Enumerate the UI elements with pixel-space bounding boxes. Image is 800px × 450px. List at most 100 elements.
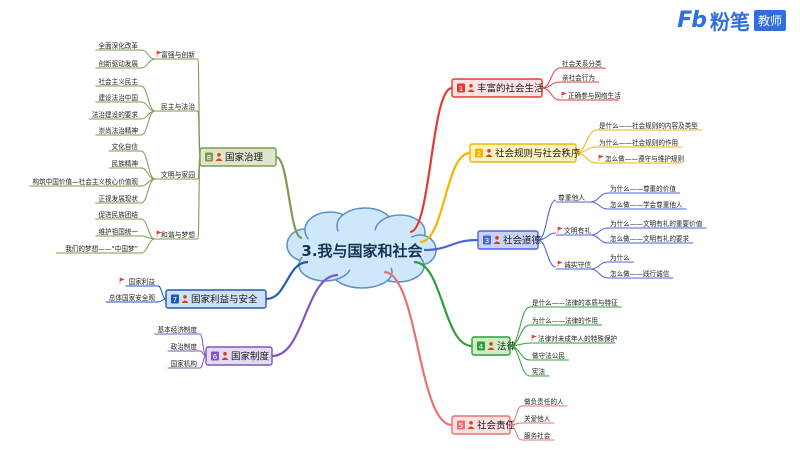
connector-line bbox=[541, 87, 561, 101]
center-title: 3.我与国家和社会 bbox=[301, 242, 422, 260]
group-label: 和谐与梦想 bbox=[161, 230, 195, 239]
leaf-label: 是什么——社会规则的内容及类型 bbox=[599, 121, 698, 130]
leaf-label: 促进民族团结 bbox=[98, 210, 138, 219]
group-label: 文明有礼 bbox=[564, 226, 591, 235]
flag-icon bbox=[119, 277, 125, 284]
connector-line bbox=[590, 192, 609, 203]
leaf-label: 建设法治中国 bbox=[98, 93, 138, 102]
leaf-label: 社会主义民主 bbox=[98, 77, 138, 86]
branch-label: 国家治理 bbox=[225, 152, 264, 164]
group-label: 富强与创新 bbox=[161, 50, 195, 59]
number-badge-text: 8 bbox=[207, 154, 211, 162]
person-icon bbox=[469, 84, 473, 88]
number-badge-text: 5 bbox=[459, 422, 463, 430]
connector-line bbox=[383, 270, 453, 427]
connector-line bbox=[590, 268, 609, 279]
leaf-label: 总体国家安全观 bbox=[109, 293, 156, 302]
leaf-label: 民族精神 bbox=[112, 159, 139, 168]
leaf-label: 怎么做——文明有礼的要求 bbox=[610, 234, 690, 243]
connector-line bbox=[409, 86, 453, 234]
leaf-label: 正确参与网络生活 bbox=[568, 91, 621, 100]
branch-rich-social-life[interactable]: 1 丰富的社会生活 bbox=[451, 78, 544, 98]
leaf-label: 基本经济制度 bbox=[157, 325, 197, 334]
number-badge-text: 4 bbox=[479, 343, 484, 351]
leaf-label: 维护祖国统一 bbox=[98, 227, 138, 236]
group-label: 民主与法治 bbox=[161, 102, 195, 111]
leaf-label: 国家机构 bbox=[171, 359, 198, 368]
leaf-label: 为什么 bbox=[610, 253, 630, 262]
person-icon-body bbox=[221, 357, 229, 360]
number-badge-text: 2 bbox=[477, 150, 481, 158]
number-badge bbox=[171, 294, 179, 304]
connector-line bbox=[509, 345, 531, 377]
number-badge bbox=[457, 83, 465, 93]
connector-line bbox=[265, 260, 309, 301]
leaf-label: 我们的梦想——“中国梦” bbox=[65, 244, 138, 253]
connector-line bbox=[590, 234, 609, 244]
connector-line bbox=[275, 155, 303, 240]
number-badge-text: 7 bbox=[173, 296, 177, 304]
person-icon-body bbox=[467, 89, 475, 92]
leaf-label: 做负责任的人 bbox=[524, 397, 564, 406]
connector-line bbox=[140, 150, 156, 180]
leaf-label: 为什么——社会规则的作用 bbox=[599, 138, 678, 147]
leaf-label: 怎么做——遵守与维护规则 bbox=[605, 154, 684, 163]
leaf-label: 服务社会 bbox=[524, 431, 551, 440]
branch-label: 社会规则与社会秩序 bbox=[495, 148, 581, 160]
person-icon-body bbox=[181, 300, 189, 303]
flag-icon bbox=[561, 91, 567, 98]
connector-line bbox=[590, 227, 609, 236]
branch-label: 法律 bbox=[497, 341, 517, 353]
connector-line bbox=[199, 355, 207, 369]
flag-icon bbox=[531, 334, 537, 341]
number-badge-text: 6 bbox=[213, 353, 218, 361]
number-badge bbox=[457, 420, 465, 430]
connector-line bbox=[423, 238, 479, 252]
flag-icon bbox=[557, 260, 563, 267]
leaf-label: 宪法 bbox=[532, 367, 546, 376]
person-icon-body bbox=[215, 158, 223, 161]
group-label: 文明与家园 bbox=[161, 170, 195, 179]
leaf-label: 国家利益 bbox=[129, 277, 156, 286]
branch-national-system[interactable]: 6 国家制度 bbox=[205, 346, 273, 366]
branch-social-rules[interactable]: 2 社会规则与社会秩序 bbox=[469, 143, 581, 163]
number-badge-text: 3 bbox=[485, 237, 489, 245]
connector-line bbox=[271, 273, 339, 358]
logo-tag: 教师 bbox=[753, 10, 786, 31]
leaf-label: 崇尚法治精神 bbox=[98, 126, 138, 135]
connector-line bbox=[157, 285, 167, 300]
connector-line bbox=[413, 260, 473, 348]
number-badge bbox=[483, 235, 491, 245]
person-icon-body bbox=[487, 347, 495, 350]
leaf-label: 社会关系分类 bbox=[562, 59, 602, 68]
number-badge-text: 1 bbox=[459, 85, 463, 93]
leaf-label: 政治制度 bbox=[171, 342, 198, 351]
leaf-label: 亲社会行为 bbox=[562, 73, 595, 82]
person-icon bbox=[223, 352, 227, 356]
branch-label: 丰富的社会生活 bbox=[477, 83, 544, 95]
branch-law[interactable]: 4 法律 bbox=[471, 336, 517, 356]
person-icon bbox=[489, 342, 493, 346]
connector-line bbox=[140, 178, 156, 204]
branch-national-governance[interactable]: 8 国家治理 bbox=[199, 147, 277, 167]
number-badge bbox=[475, 148, 483, 158]
leaf-label: 为什么——文明有礼的重要价值 bbox=[610, 219, 703, 228]
connector-line bbox=[157, 298, 167, 303]
center-node: 3.我与国家和社会 bbox=[286, 207, 437, 289]
leaf-label: 构筑中国价值—社会主义核心价值观 bbox=[33, 177, 139, 186]
logo-name: 粉笔 bbox=[709, 10, 750, 34]
branch-social-morality[interactable]: 3 社会道德 bbox=[477, 230, 542, 250]
connector-line bbox=[537, 232, 557, 241]
branch-label: 社会道德 bbox=[503, 235, 542, 247]
branch-label: 国家制度 bbox=[231, 351, 270, 363]
flag-icon bbox=[156, 230, 162, 237]
connector-line bbox=[509, 424, 523, 441]
fenbi-logo: Fb 粉笔 教师 bbox=[677, 6, 786, 35]
person-icon bbox=[469, 421, 473, 425]
connector-line bbox=[590, 261, 609, 270]
connector-line bbox=[509, 324, 531, 347]
